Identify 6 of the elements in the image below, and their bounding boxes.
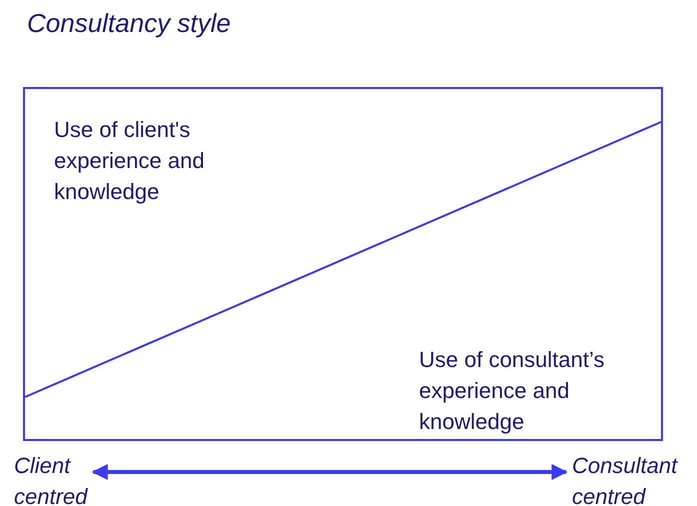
double-arrow (92, 464, 568, 480)
panel-text: Use of client's experience and knowledge (54, 116, 206, 206)
axis-end-label: Client centred (14, 450, 138, 506)
axis-end-label: Consultant centred (532, 450, 696, 506)
panel-text: Use of consultant’s experience and knowledge (419, 346, 606, 436)
diagram-title: Consultancy style (27, 8, 231, 39)
